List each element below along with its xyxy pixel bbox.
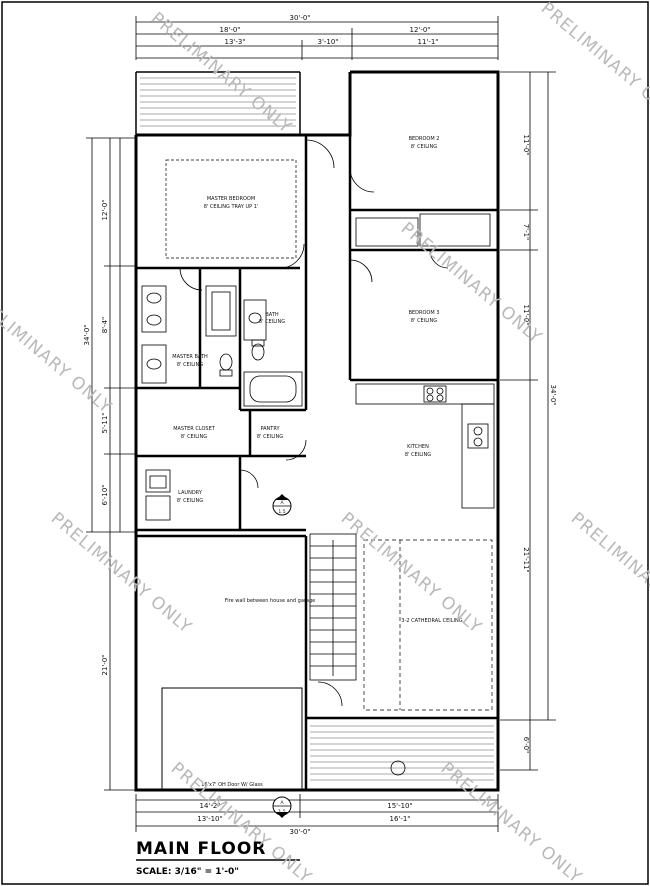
section-letter: A — [280, 500, 284, 506]
exterior-walls — [134, 70, 500, 792]
watermark-3: PRELIMINARY ONLY — [0, 289, 116, 418]
dim-bottom-2: 15'-10" — [387, 802, 412, 810]
label-bath-ceiling: 8' CEILING — [259, 319, 285, 325]
fixtures — [141, 285, 495, 521]
vanity-1 — [141, 285, 167, 333]
label-master-bath-ceiling: 8' CEILING — [177, 362, 203, 368]
label-laundry: LAUNDRY — [178, 490, 203, 496]
door-swings — [179, 139, 449, 707]
cathedral-ceiling-outline — [363, 539, 493, 711]
dim-right-overall: 34'-0" — [549, 384, 557, 405]
label-bedroom-2-ceiling: 8' CEILING — [411, 144, 437, 150]
front-porch-deck — [140, 77, 296, 127]
label-master-closet-ceiling: 8' CEILING — [181, 434, 207, 440]
label-cathedral-ceiling: 3-2 CATHEDRAL CEILING — [401, 618, 462, 624]
section-marker-bottom: A 1.5 — [272, 796, 292, 818]
label-bedroom-3-ceiling: 8' CEILING — [411, 318, 437, 324]
staircase — [309, 533, 357, 681]
dim-left-seg-2: 8'-4" — [101, 317, 109, 334]
dim-right-seg-3: 11'-0" — [522, 304, 530, 325]
label-garage-door: 16'x7' OH Door W/ Glass — [201, 782, 263, 788]
dim-left-seg-3: 5'-11" — [101, 412, 109, 433]
page-title: MAIN FLOOR — [136, 839, 266, 859]
watermark-9: PRELIMINARY ONLY — [437, 759, 586, 886]
watermark-2: PRELIMINARY ONLY — [537, 0, 650, 128]
dim-top-overall: 30'-0" — [289, 14, 310, 22]
label-bath: BATH — [265, 312, 279, 318]
label-bedroom-2: BEDROOM 2 — [409, 136, 440, 142]
dim-left-seg-4: 6'-10" — [101, 484, 109, 505]
section-marker-top: A 1.5 — [272, 494, 292, 516]
right-dimensions — [500, 71, 556, 771]
label-pantry-ceiling: 8' CEILING — [257, 434, 283, 440]
dim-top-right: 12'-0" — [409, 26, 430, 34]
dim-bottom-overall: 30'-0" — [289, 828, 310, 836]
tray-ceiling-outline — [165, 159, 297, 259]
label-pantry: PANTRY — [260, 426, 280, 432]
section-sheet: 1.5 — [278, 509, 285, 515]
dim-top-sub-2: 3'-10" — [317, 38, 338, 46]
label-master-bedroom: MASTER BEDROOM — [207, 196, 255, 202]
dim-left-garage: 21'-0" — [101, 654, 109, 675]
dim-left-overall: 34'-0" — [83, 324, 91, 345]
label-master-bath: MASTER BATH — [172, 354, 208, 360]
hall-closet — [355, 217, 419, 247]
watermark-7: PRELIMINARY ONLY — [567, 509, 650, 638]
label-master-closet: MASTER CLOSET — [173, 426, 216, 432]
deck-post-icon — [390, 760, 406, 776]
scale-note: SCALE: 3/16" = 1'-0" — [136, 867, 239, 877]
dim-bottom-1: 14'-2" — [199, 802, 220, 810]
dim-left-seg-1: 12'-0" — [101, 199, 109, 220]
dim-right-seg-1: 11'-0" — [522, 134, 530, 155]
section-sheet-bottom: 1.5 — [278, 809, 285, 815]
dim-right-seg-5: 6'-0" — [522, 737, 530, 754]
section-letter-bottom: A — [280, 800, 284, 806]
dim-right-seg-2: 7'-1" — [522, 224, 530, 241]
watermark-5: PRELIMINARY ONLY — [47, 509, 196, 638]
label-laundry-ceiling: 8' CEILING — [177, 498, 203, 504]
dim-bottom-3: 13'-10" — [197, 815, 222, 823]
dim-top-sub-3: 11'-1" — [417, 38, 438, 46]
garage-door-outline — [161, 687, 303, 791]
label-garage-note: Fire wall between house and garage — [225, 598, 316, 604]
dim-bottom-4: 16'-1" — [389, 815, 410, 823]
label-bedroom-3: BEDROOM 3 — [409, 310, 440, 316]
label-kitchen: KITCHEN — [407, 444, 429, 450]
label-kitchen-ceiling: 8' CEILING — [405, 452, 431, 458]
label-master-bedroom-ceiling: 8' CEILING TRAY UP 1' — [204, 204, 259, 210]
top-dimensions — [135, 16, 499, 60]
bottom-dimensions — [135, 794, 499, 832]
interior-walls — [136, 135, 498, 790]
left-dimensions — [86, 137, 136, 791]
vanity-2 — [141, 344, 167, 384]
linen-closet — [419, 213, 491, 247]
dim-right-seg-4: 21'-11" — [522, 547, 530, 572]
dim-top-left: 18'-0" — [219, 26, 240, 34]
dim-top-sub-1: 13'-3" — [224, 38, 245, 46]
